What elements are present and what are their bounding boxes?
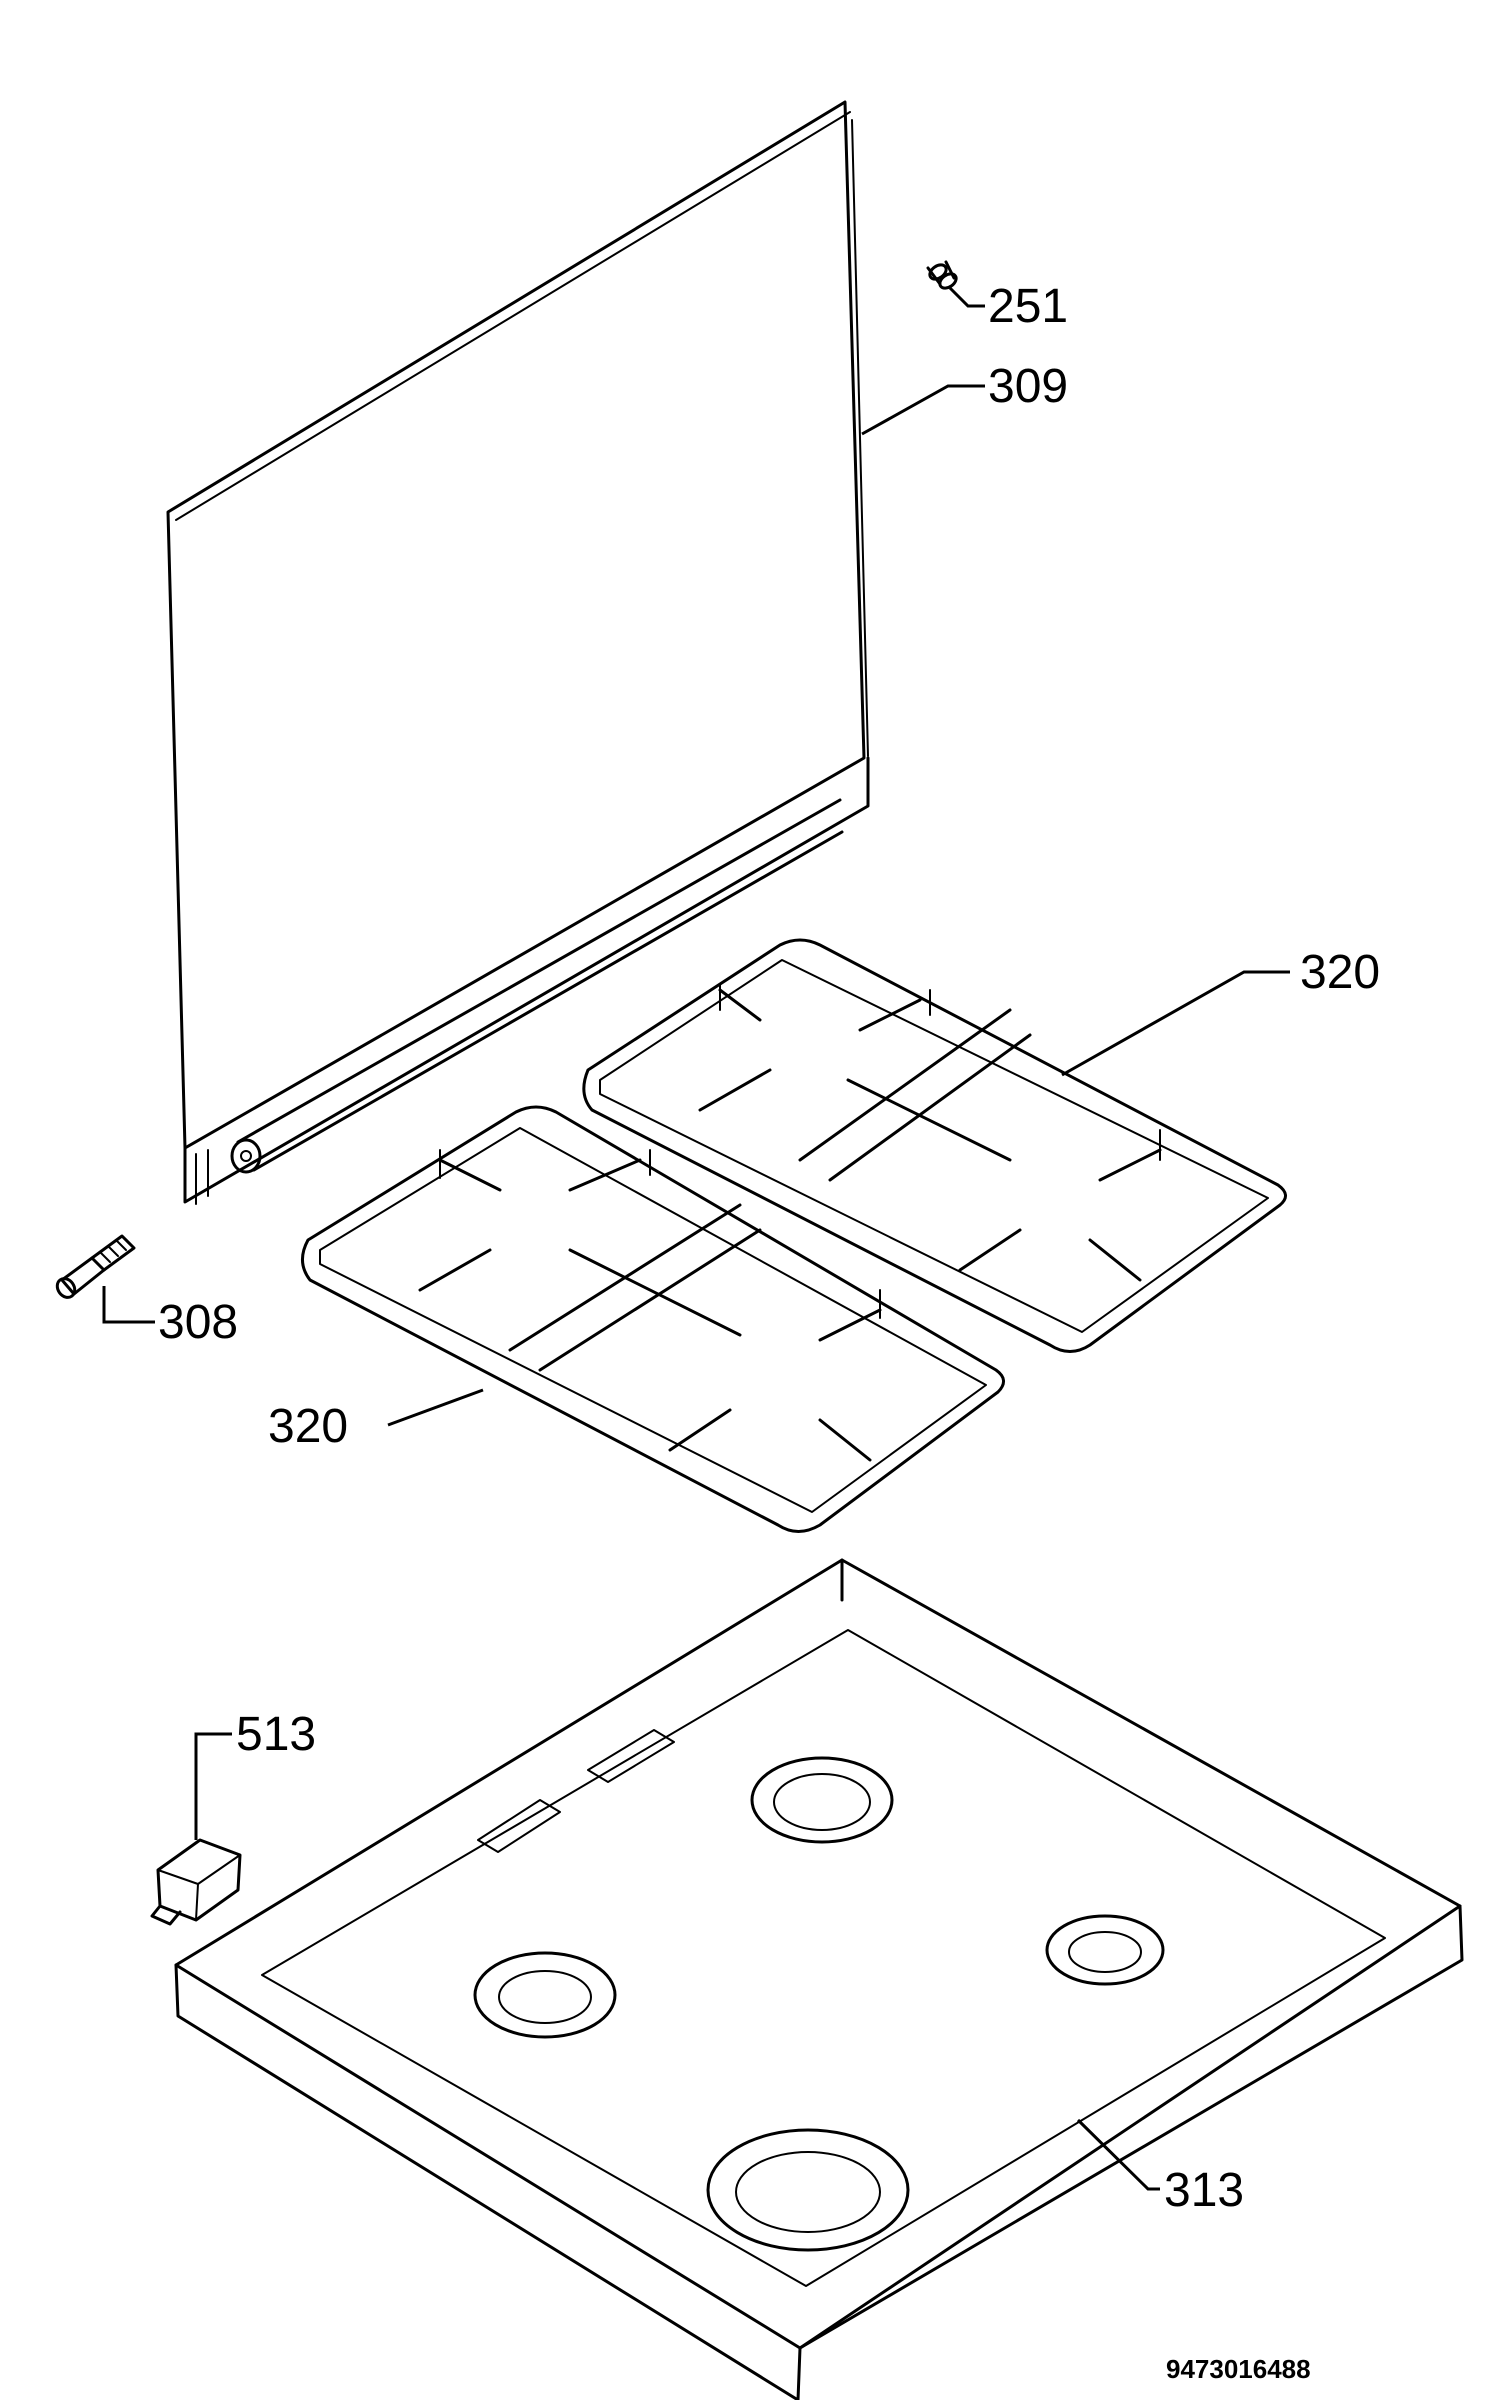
callout-313: 313	[1164, 2164, 1244, 2217]
callout-308: 308	[158, 1296, 238, 1349]
document-number: 9473016488	[1166, 2354, 1311, 2384]
callout-320-left: 320	[268, 1400, 348, 1453]
callout-309: 309	[988, 360, 1068, 413]
part-320-pan-support-left	[301, 1105, 1005, 1533]
callout-320-right: 320	[1300, 946, 1380, 999]
part-513-bracket	[150, 1838, 242, 1926]
callout-513: 513	[236, 1708, 316, 1761]
part-308-screw	[55, 1234, 136, 1299]
part-251-cap	[926, 260, 958, 290]
callout-251: 251	[988, 280, 1068, 333]
part-313-hob-top	[174, 1558, 1464, 2400]
leader-lines	[102, 286, 1290, 2191]
part-320-pan-support-right	[582, 938, 1287, 1353]
part-309-glass-lid	[166, 100, 870, 1205]
